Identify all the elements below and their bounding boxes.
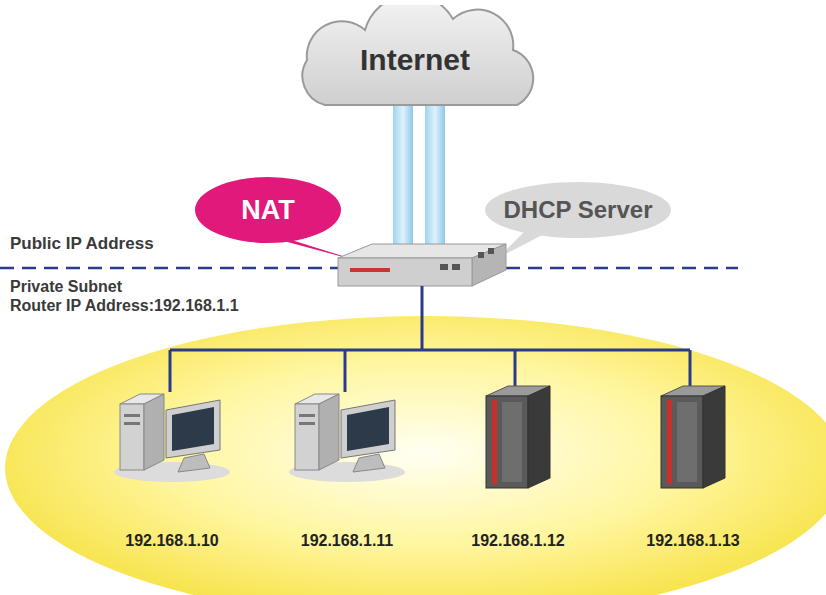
node-label: Internet <box>285 43 545 77</box>
network-element: NAT <box>193 175 343 245</box>
ip-address: 192.168.1.10 <box>125 532 218 550</box>
network-host: 192.168.1.11 <box>287 382 407 482</box>
private-subnet-area <box>5 316 826 595</box>
network-host: 192.168.1.10 <box>112 382 232 482</box>
ip-address: 192.168.1.13 <box>646 532 739 550</box>
desktop-computer-icon <box>287 382 407 482</box>
lan-wiring <box>170 286 690 392</box>
server-icon <box>478 382 558 492</box>
server-icon <box>653 382 733 492</box>
network-zone-label: Private Subnet <box>10 278 122 296</box>
desktop-computer-icon <box>112 382 232 482</box>
node-label: NAT <box>193 195 343 226</box>
ip-address: 192.168.1.11 <box>301 532 394 550</box>
network-element: DHCP Server <box>483 180 673 240</box>
internet-link <box>393 100 413 252</box>
network-zone-label: Router IP Address:192.168.1.1 <box>10 297 239 315</box>
network-element: Internet <box>285 5 545 115</box>
network-zone-label: Public IP Address <box>10 234 154 254</box>
ip-address: 192.168.1.12 <box>471 532 564 550</box>
network-host: 192.168.1.12 <box>478 382 558 492</box>
network-host: 192.168.1.13 <box>653 382 733 492</box>
internet-link <box>425 100 445 252</box>
node-label: DHCP Server <box>483 196 673 224</box>
router-symbol <box>338 244 506 286</box>
